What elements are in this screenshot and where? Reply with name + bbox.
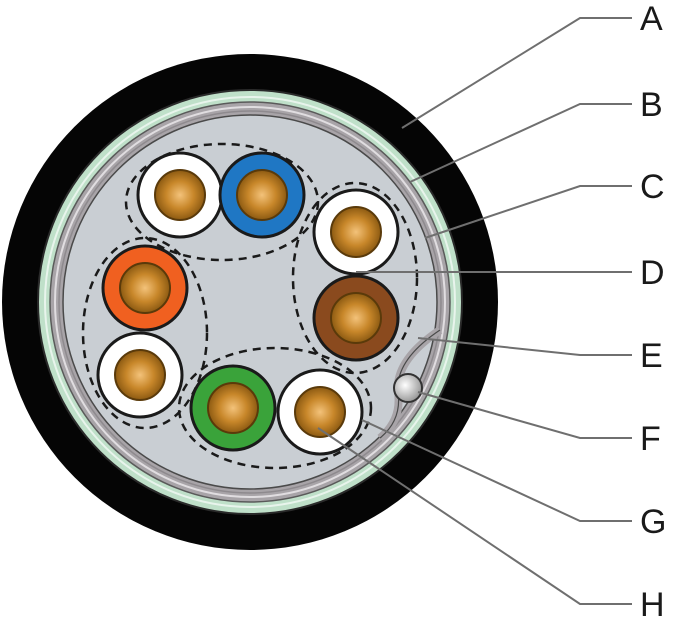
drain-wire <box>393 373 423 403</box>
callout-label-h: H <box>640 586 665 622</box>
conductor-white-3 <box>276 368 364 456</box>
callout-label-d: D <box>640 254 665 292</box>
conductor-blue <box>218 151 306 239</box>
callout-label-a: A <box>640 0 663 38</box>
foil-shield-stripe <box>54 106 446 498</box>
pair-shield-left <box>81 236 209 430</box>
conductor-white-2 <box>312 188 400 276</box>
callout-label-g: G <box>640 503 666 541</box>
leader-line-e <box>417 337 632 356</box>
leader-line-c <box>424 185 632 239</box>
callout-label-c: C <box>640 168 665 206</box>
callout-label-f: F <box>640 420 661 458</box>
conductor-orange <box>101 244 189 332</box>
conductor-white-1 <box>136 151 224 239</box>
callout-label-e: E <box>640 337 663 375</box>
green-braid-inner-ring <box>44 96 456 508</box>
leader-line-f <box>417 391 632 439</box>
pair-shield-bottom <box>177 346 373 470</box>
leader-line-g <box>361 419 632 522</box>
leader-line-b <box>409 103 632 183</box>
callout-label-b: B <box>640 86 663 124</box>
foil-shield-stripe-inner <box>58 110 442 494</box>
conductor-green <box>189 364 277 452</box>
conductor-brown <box>312 274 400 362</box>
leader-line-h <box>317 427 632 605</box>
conductor-white-4 <box>96 331 184 419</box>
pair-shield-top <box>124 142 320 262</box>
pair-shield-right <box>291 181 419 375</box>
leader-line-a <box>401 17 632 129</box>
